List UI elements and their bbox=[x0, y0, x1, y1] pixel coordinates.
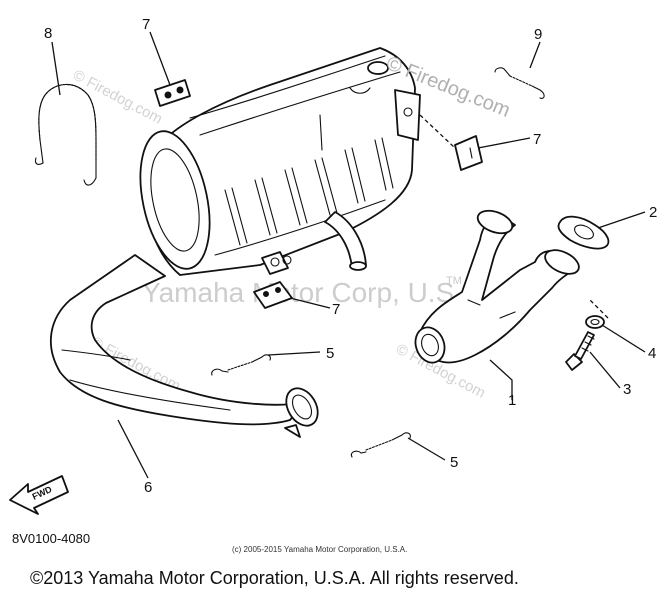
callout-9: 9 bbox=[534, 26, 542, 43]
callout-2: 2 bbox=[649, 204, 657, 221]
watermark-yamaha: Yamaha Motor Corp, U.S.A. bbox=[142, 277, 489, 308]
callout-8: 8 bbox=[44, 25, 52, 42]
callout-1: 1 bbox=[508, 392, 516, 409]
exhaust-manifold bbox=[414, 209, 580, 364]
small-copyright: (c) 2005-2015 Yamaha Motor Corporation, … bbox=[232, 545, 407, 554]
callout-5-bottom: 5 bbox=[450, 454, 458, 471]
bolt bbox=[565, 331, 595, 371]
exhaust-pipe bbox=[49, 254, 319, 438]
footer-copyright: ©2013 Yamaha Motor Corporation, U.S.A. A… bbox=[30, 568, 519, 588]
spring-middle bbox=[211, 354, 271, 376]
spring-bottom bbox=[350, 432, 411, 458]
part-code: 8V0100-4080 bbox=[12, 531, 90, 546]
callout-3: 3 bbox=[623, 381, 631, 398]
gasket bbox=[557, 215, 610, 250]
damper-top bbox=[154, 79, 191, 107]
leader-lines bbox=[51, 31, 646, 479]
damper-right bbox=[454, 135, 483, 171]
callout-5-middle: 5 bbox=[326, 345, 334, 362]
long-spring bbox=[34, 83, 97, 186]
fwd-arrow: FWD bbox=[9, 475, 69, 515]
callout-7-right: 7 bbox=[533, 131, 541, 148]
callout-7-top: 7 bbox=[142, 16, 150, 33]
callout-7-middle: 7 bbox=[332, 301, 340, 318]
spring-top bbox=[494, 67, 545, 99]
callout-4: 4 bbox=[648, 345, 656, 362]
watermark-firedog-faint: © Firedog.com bbox=[70, 67, 165, 128]
callout-6: 6 bbox=[144, 479, 152, 496]
washer bbox=[585, 315, 605, 329]
muffler bbox=[139, 47, 421, 276]
watermark-tm: TM bbox=[446, 275, 462, 287]
